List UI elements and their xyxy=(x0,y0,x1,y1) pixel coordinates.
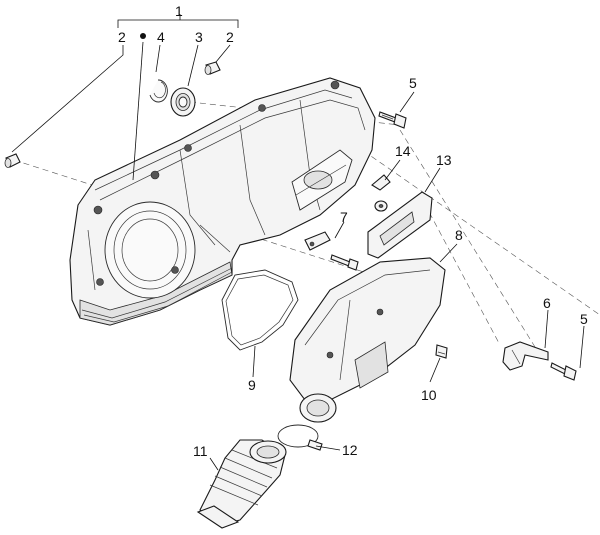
callout-4: 4 xyxy=(157,29,165,45)
badge-plate xyxy=(367,191,433,259)
callout-8: 8 xyxy=(455,227,463,243)
callout-12: 12 xyxy=(342,442,358,458)
callout-2-right: 2 xyxy=(226,29,234,45)
callout-1: 1 xyxy=(175,3,183,19)
grommet xyxy=(374,200,388,212)
callout-11: 11 xyxy=(193,443,208,459)
bolt-top xyxy=(378,111,407,129)
callout-14: 14 xyxy=(395,143,411,159)
crankcase-cover xyxy=(69,77,376,326)
snap-ring xyxy=(149,79,168,103)
dowel-pin-right xyxy=(204,61,221,75)
screw xyxy=(435,344,448,359)
callout-5-bottom: 5 xyxy=(580,311,588,327)
callout-2-left: 2 xyxy=(118,29,126,45)
air-duct-cover xyxy=(289,257,446,423)
callout-dot-marker xyxy=(140,33,146,39)
leader-lines xyxy=(11,14,585,471)
bolt-bottom xyxy=(550,362,577,381)
small-clamp xyxy=(304,231,331,251)
gasket xyxy=(221,269,299,351)
bearing xyxy=(170,87,196,117)
callout-10: 10 xyxy=(421,387,437,403)
dowel-pin-left xyxy=(4,153,21,168)
callout-9: 9 xyxy=(248,377,256,393)
callout-13: 13 xyxy=(436,152,452,168)
callout-3: 3 xyxy=(195,29,203,45)
intake-bellows xyxy=(196,439,287,529)
hose-clamp xyxy=(277,424,323,451)
callout-labels: 1 2 4 3 2 5 14 13 7 8 6 5 9 10 11 12 xyxy=(118,3,588,459)
clamp-screw xyxy=(330,254,359,271)
bracket xyxy=(502,341,549,371)
callout-5-top: 5 xyxy=(409,75,417,91)
callout-7: 7 xyxy=(340,209,348,225)
callout-6: 6 xyxy=(543,295,551,311)
